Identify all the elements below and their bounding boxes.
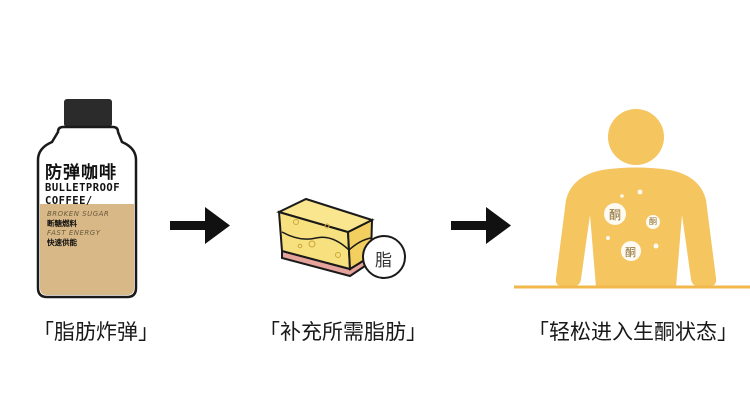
bottle-tag1-cn: 断糖燃料 [47, 219, 77, 228]
bottle-tag1-en: BROKEN SUGAR [47, 210, 110, 218]
ketone-chip [646, 215, 660, 229]
ketone-chip [604, 203, 626, 225]
ketone-chip-label: 酮 [649, 217, 657, 226]
caption-step1: 「脂肪炸弹」 [33, 320, 159, 344]
ketone-chip-label: 酮 [609, 208, 622, 222]
bottle-name-en-1: BULLETPROOF [45, 182, 121, 194]
caption-step2: 「补充所需脂肪」 [259, 320, 427, 344]
bottle-liquid [40, 204, 134, 295]
bottle-name-en-2: COFFEE/ [45, 195, 93, 207]
fat-badge-label: 脂 [375, 251, 392, 271]
bottle-tag2-en: FAST ENERGY [47, 229, 101, 237]
butter-block-icon [276, 197, 375, 278]
ketone-chip [621, 241, 641, 261]
arrow-icon [451, 207, 511, 244]
fat-badge [362, 235, 406, 279]
caption-step3: 「轻松进入生酮状态」 [528, 320, 738, 344]
arrow-icon [170, 207, 230, 244]
bottle-tag2-cn: 快速供能 [47, 238, 77, 247]
ketone-chip-label: 酮 [625, 246, 636, 259]
bottle-name-cn: 防弹咖啡 [45, 163, 117, 183]
bottle-cap [64, 99, 112, 127]
human-figure-icon [514, 109, 750, 289]
